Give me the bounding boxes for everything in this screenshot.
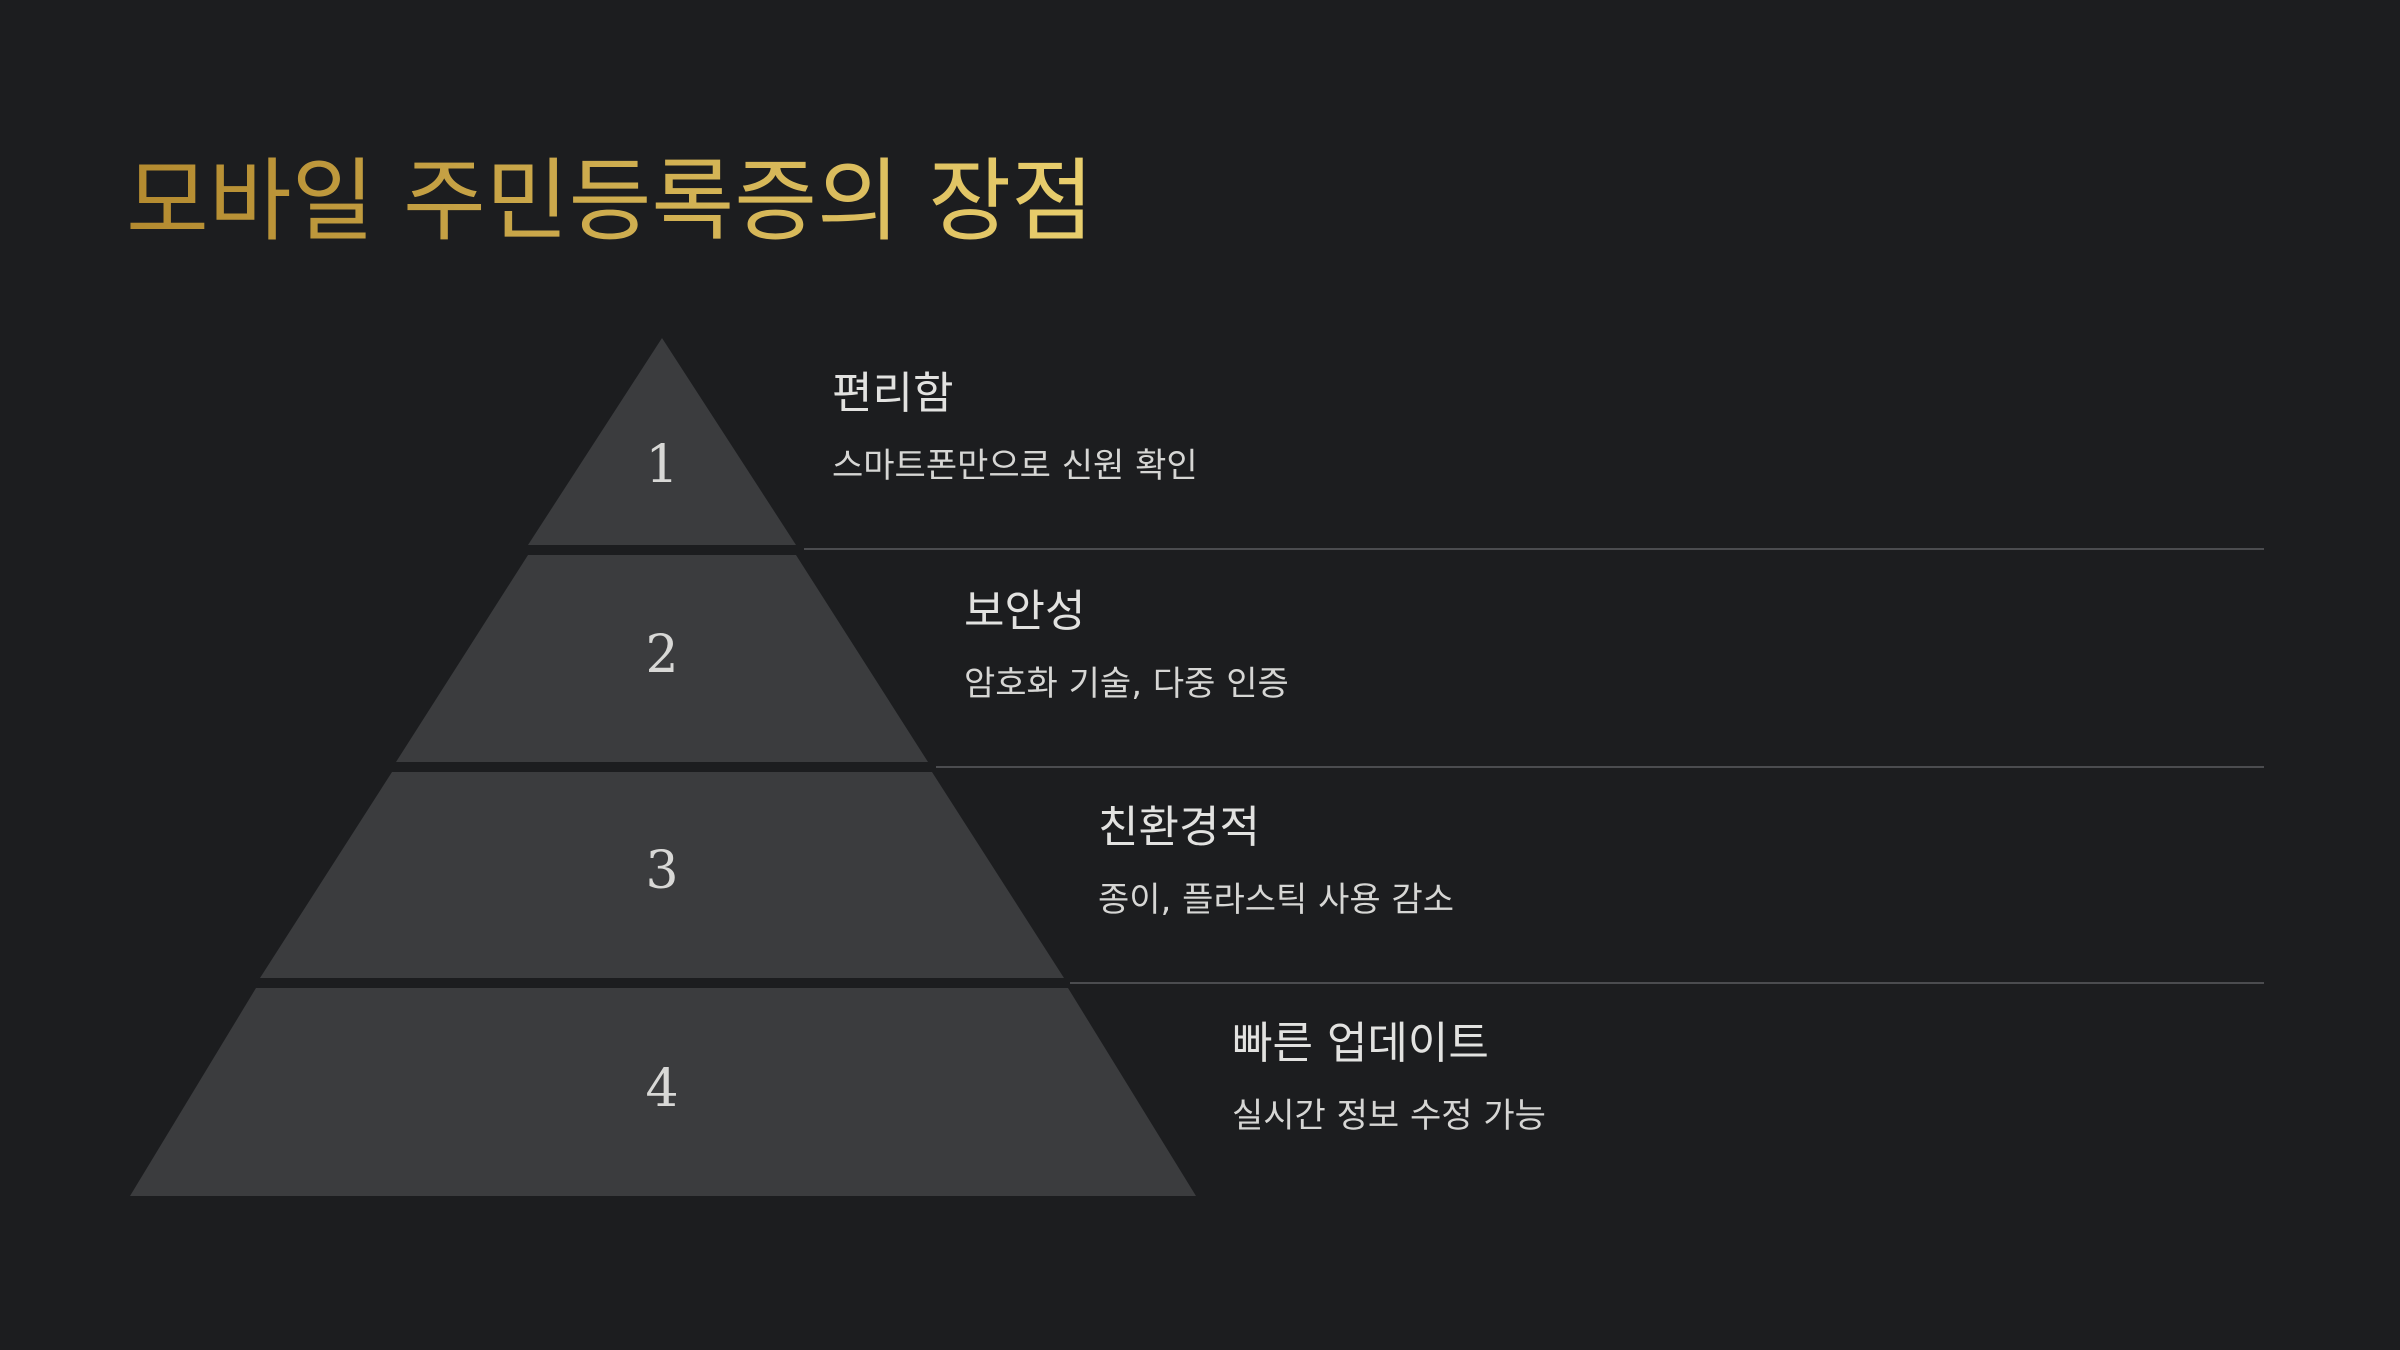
divider-3 bbox=[1070, 982, 2264, 984]
title-graphic: 모바일 주민등록증의 장점 bbox=[126, 149, 1094, 254]
level-2-description: 암호화 기술, 다중 인증 bbox=[964, 664, 1289, 704]
pyramid-tier-1 bbox=[528, 338, 796, 545]
tier-number-2: 2 bbox=[645, 625, 678, 685]
level-3-heading: 친환경적 bbox=[1098, 802, 1260, 853]
pyramid-tier-2 bbox=[396, 555, 928, 762]
page-title: 모바일 주민등록증의 장점 bbox=[126, 149, 1094, 254]
level-3-description: 종이, 플라스틱 사용 감소 bbox=[1098, 880, 1455, 920]
pyramid-tier-3 bbox=[260, 772, 1064, 978]
level-4-text: 빠른 업데이트 실시간 정보 수정 가능 bbox=[1232, 1018, 1546, 1135]
level-2-heading: 보안성 bbox=[964, 586, 1086, 637]
pyramid-tier-4 bbox=[130, 988, 1196, 1196]
level-2-text: 보안성 암호화 기술, 다중 인증 bbox=[964, 586, 1289, 703]
divider-2 bbox=[936, 766, 2264, 768]
divider-1 bbox=[804, 548, 2264, 550]
level-1-heading: 편리함 bbox=[832, 368, 954, 419]
tier-number-1: 1 bbox=[645, 435, 678, 495]
level-4-description: 실시간 정보 수정 가능 bbox=[1232, 1096, 1546, 1136]
level-1-description: 스마트폰만으로 신원 확인 bbox=[832, 446, 1198, 486]
level-1-text: 편리함 스마트폰만으로 신원 확인 bbox=[832, 368, 1198, 485]
tier-number-3: 3 bbox=[645, 841, 678, 901]
level-3-text: 친환경적 종이, 플라스틱 사용 감소 bbox=[1098, 802, 1454, 919]
level-4-heading: 빠른 업데이트 bbox=[1232, 1018, 1489, 1069]
tier-number-4: 4 bbox=[645, 1059, 678, 1119]
